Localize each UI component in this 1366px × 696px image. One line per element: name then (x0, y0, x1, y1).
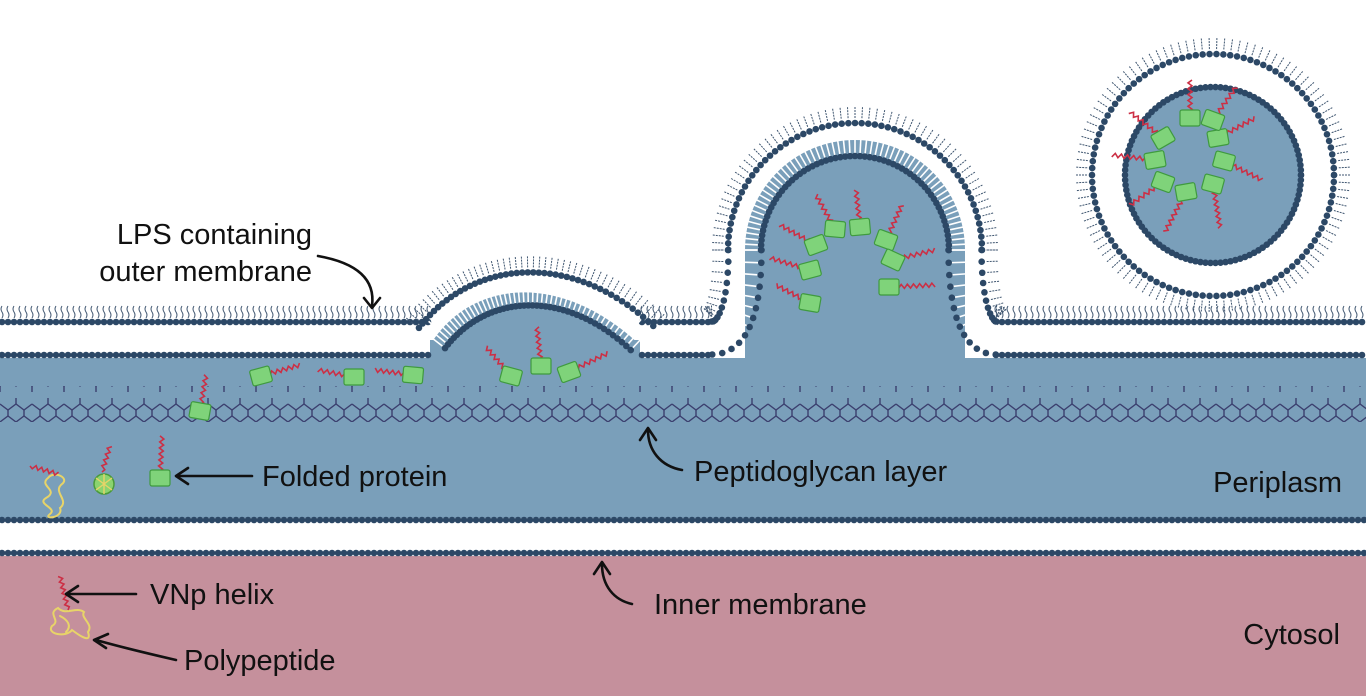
bleb-fill (430, 292, 640, 345)
peptidoglycan-label: Peptidoglycan layer (694, 456, 947, 488)
outer-membrane (0, 107, 1366, 359)
curved-arrow-icon (64, 254, 684, 662)
outer-membrane-label-line2: outer membrane (99, 256, 312, 288)
vesicle-icon (1076, 38, 1350, 312)
outer-membrane-arrow (316, 254, 374, 308)
cytosol-region (0, 555, 1366, 696)
polypeptide-label: Polypeptide (184, 645, 336, 677)
peptidoglycan-arrow (646, 428, 684, 472)
cytosol-label: Cytosol (1243, 619, 1340, 651)
inner-membrane-arrow (600, 562, 634, 606)
inner-membrane (0, 516, 1366, 557)
compact-polypeptide-icon (93, 473, 115, 495)
vnp-helix-label: VNp helix (150, 579, 275, 611)
periplasm-label: Periplasm (1213, 467, 1342, 499)
folded-protein-label: Folded protein (262, 461, 447, 493)
vnp-helices (29, 445, 113, 611)
bud-fill (745, 140, 965, 345)
polypeptide-icon (42, 473, 91, 640)
folded-proteins (149, 79, 1264, 487)
periplasm-region (0, 340, 1366, 518)
polypeptide-arrow (94, 638, 178, 662)
inner-membrane-label: Inner membrane (654, 589, 867, 621)
outer-membrane-label-line1: LPS containing (117, 219, 312, 251)
peptidoglycan-layer (0, 386, 1366, 422)
